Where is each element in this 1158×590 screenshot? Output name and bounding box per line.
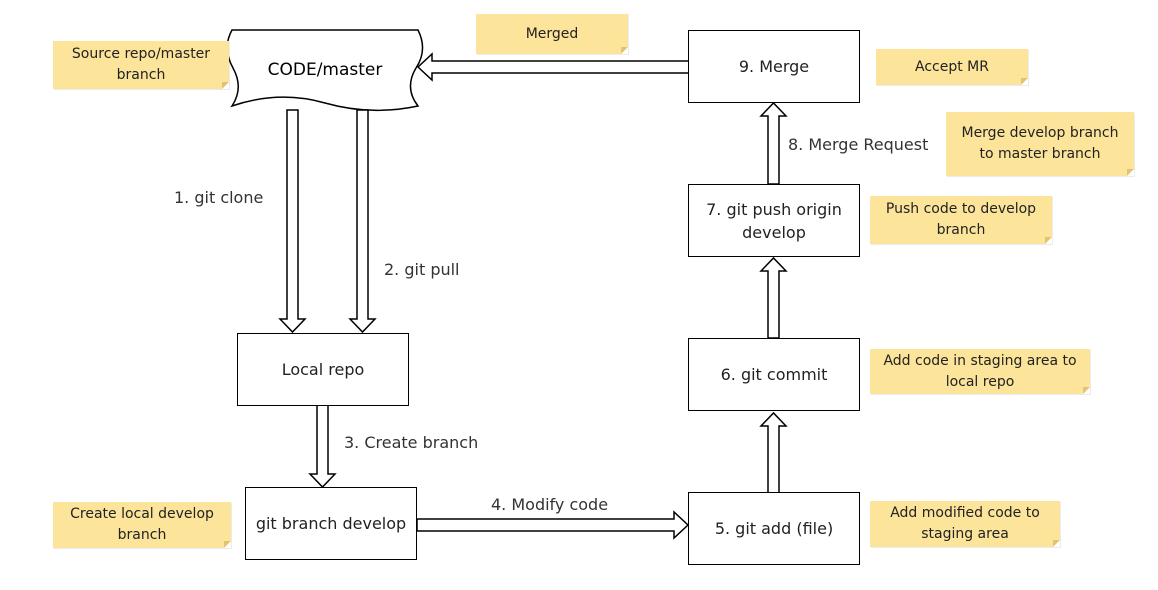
note-accept-mr-text: Accept MR xyxy=(915,58,989,75)
git-branch-box: git branch develop xyxy=(245,487,417,560)
create-branch-arrow xyxy=(308,404,337,489)
add-to-commit-arrow xyxy=(759,411,788,494)
note-merge-develop: Merge develop branch to master branch xyxy=(946,112,1134,176)
note-add-modified-text: Add modified code to staging area xyxy=(890,505,1040,542)
commit-to-push-arrow xyxy=(759,256,788,339)
create-branch-label: 3. Create branch xyxy=(344,433,479,452)
source-repo-label: CODE/master xyxy=(267,60,383,80)
local-repo-box: Local repo xyxy=(237,333,409,406)
git-clone-label: 1. git clone xyxy=(174,188,264,207)
note-merge-develop-text: Merge develop branch to master branch xyxy=(961,125,1119,162)
git-add-box: 5. git add (file) xyxy=(688,492,860,565)
note-push-code: Push code to develop branch xyxy=(870,196,1052,244)
git-pull-label: 2. git pull xyxy=(384,260,460,279)
merge-request-label: 8. Merge Request xyxy=(788,135,929,154)
merged-arrow xyxy=(416,52,690,82)
note-merged-text: Merged xyxy=(525,25,579,42)
note-add-code: Add code in staging area to local repo xyxy=(870,349,1090,394)
git-commit-box: 6. git commit xyxy=(688,338,860,411)
modify-code-arrow xyxy=(416,510,690,540)
git-pull-arrow xyxy=(348,109,377,334)
note-create-local: Create local develop branch xyxy=(53,502,231,548)
git-clone-arrow xyxy=(278,109,307,334)
merge-request-arrow xyxy=(759,101,788,185)
note-create-local-text: Create local develop branch xyxy=(70,506,214,543)
note-add-code-text: Add code in staging area to local repo xyxy=(883,352,1077,390)
source-document-shape xyxy=(226,29,424,112)
git-push-box: 7. git push origin develop xyxy=(688,184,860,257)
note-add-modified: Add modified code to staging area xyxy=(870,501,1060,547)
note-source-repo: Source repo/master branch xyxy=(53,41,229,89)
note-push-code-text: Push code to develop branch xyxy=(885,201,1037,238)
note-merged: Merged xyxy=(476,14,628,54)
note-source-repo-text: Source repo/master branch xyxy=(71,46,211,83)
merge-box: 9. Merge xyxy=(688,30,860,103)
note-accept-mr: Accept MR xyxy=(876,49,1028,85)
modify-code-label: 4. Modify code xyxy=(491,495,609,514)
